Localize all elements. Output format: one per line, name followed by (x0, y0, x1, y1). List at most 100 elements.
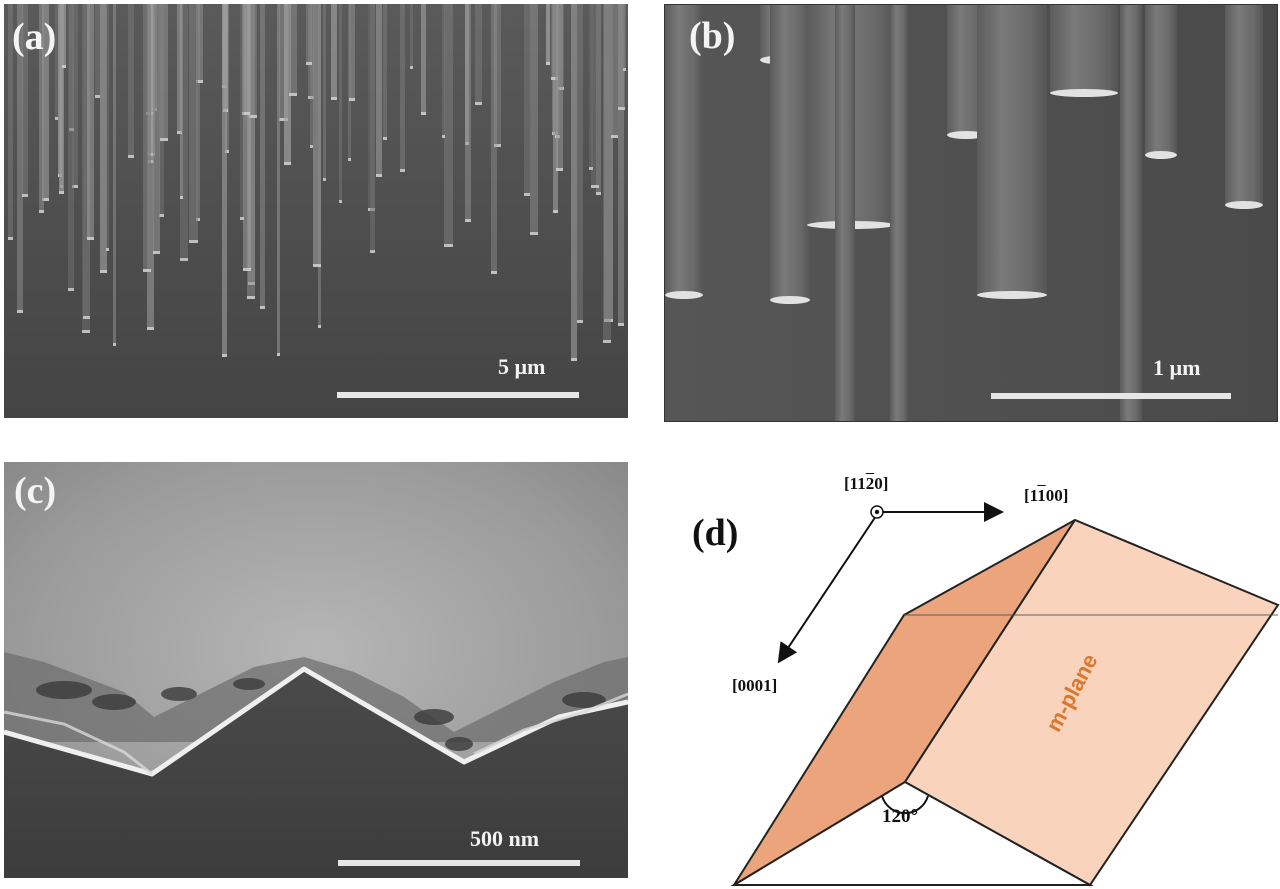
nanowire (383, 4, 387, 140)
nanowire (349, 4, 355, 101)
scale-bar-a (337, 392, 579, 398)
nanowire (153, 4, 160, 254)
nanowire (577, 4, 583, 323)
nanowire (1120, 5, 1142, 421)
nanowire-tip (240, 217, 244, 220)
nanowire (196, 4, 203, 83)
nanowire (143, 4, 151, 272)
nanowire (313, 4, 321, 267)
nanowire-tip (618, 323, 624, 326)
nanowire (323, 4, 326, 181)
nanowire (596, 4, 601, 195)
nanowire (279, 4, 288, 121)
nanowire-tip (318, 325, 321, 328)
nanowire-tip (242, 112, 250, 115)
nanowire (306, 4, 312, 65)
nanowire (95, 4, 100, 98)
nanowire-tip (249, 115, 257, 118)
nanowire-tip (22, 194, 28, 197)
nanowire (571, 4, 577, 361)
nanowire-tip (8, 237, 13, 240)
nanowire (494, 4, 501, 147)
nanowire (308, 4, 314, 99)
nanowire (243, 4, 251, 271)
nanowire-tip (475, 102, 482, 105)
nanowire-tip (306, 62, 312, 65)
sem-panel-b: (b) 1 µm (664, 4, 1278, 422)
nanowire (22, 4, 28, 197)
nanowire (289, 4, 297, 96)
nanowire-tip (68, 288, 74, 291)
nanowire-tip (83, 316, 90, 319)
nanowire-tip (947, 131, 985, 139)
nanowire-tip (376, 174, 382, 177)
direction-label-1-1-00: [1100] (1024, 486, 1069, 505)
nanowire-tip (196, 80, 203, 83)
nanowire-tip (546, 62, 550, 65)
nanowire (491, 4, 497, 274)
scale-label-c: 500 nm (470, 826, 540, 851)
nanowire-tip (491, 271, 497, 274)
nanowire (42, 4, 49, 201)
nanowire (106, 4, 109, 251)
direction-label-11-2-0: [1120] (844, 474, 889, 493)
nanowire-tip (603, 340, 611, 343)
nanowire (465, 4, 471, 222)
nanowire (977, 5, 1047, 295)
nanowire-tip (143, 269, 151, 272)
nanowire-closeup-image (665, 5, 1277, 421)
nanowire-tip (62, 65, 66, 68)
nanowire (400, 4, 405, 172)
nanowire-tip (591, 185, 599, 188)
nanowire-tip (349, 98, 355, 101)
nanowire (100, 4, 107, 273)
nanowire (8, 4, 13, 240)
nanowire-tip (331, 97, 337, 100)
nanowire (128, 4, 134, 158)
nanowire-tip (410, 66, 413, 69)
nanowire-tip (72, 185, 78, 188)
panel-label-d: (d) (692, 512, 739, 554)
nanowire (177, 4, 182, 134)
nanowire-tip (310, 145, 313, 148)
nanowire-tip (279, 118, 288, 121)
nanowire-tip (17, 310, 23, 313)
nanowire (546, 4, 550, 65)
scale-bar-b (991, 393, 1231, 399)
nanowire (68, 4, 74, 291)
sem-panel-c: (c) 500 nm (4, 462, 628, 878)
nanowire (376, 4, 382, 177)
nanowire (277, 4, 280, 356)
nanowire (603, 4, 611, 343)
nanowire (530, 4, 538, 235)
nanowire (1225, 5, 1263, 205)
nanowire-tip (618, 107, 625, 110)
nanowire-tip (160, 138, 168, 141)
nanowire-tip (665, 291, 703, 299)
nanowire-tip (383, 137, 387, 140)
nanowire (591, 4, 599, 188)
nanowire-tip (159, 214, 164, 217)
nanowire-tip (247, 296, 255, 299)
m-plane-schematic (730, 502, 1280, 887)
nanowire-tip (59, 191, 64, 194)
scale-label-b: 1 µm (1153, 355, 1201, 380)
nanowire (113, 4, 116, 346)
nanowire (284, 4, 291, 165)
nanowire-tip (106, 248, 109, 251)
nanowire-tip (39, 210, 44, 213)
nanowire (551, 4, 558, 80)
nanowire-tip (611, 135, 618, 138)
nanowire (1145, 5, 1177, 155)
nanowire-array-image (4, 4, 628, 418)
nanowire-tip (596, 192, 601, 195)
nanowire-tip (284, 162, 291, 165)
nanowire (421, 4, 426, 115)
nanowire (890, 5, 908, 421)
nanowire (665, 5, 703, 295)
nanowire (1050, 5, 1118, 93)
nanowire-tip (556, 168, 563, 171)
schematic-panel-d: (d) [1120] [1100] [0001] m-plane 120° (650, 460, 1280, 889)
nanowire-tip (189, 240, 198, 243)
nanowire-tip (277, 353, 280, 356)
